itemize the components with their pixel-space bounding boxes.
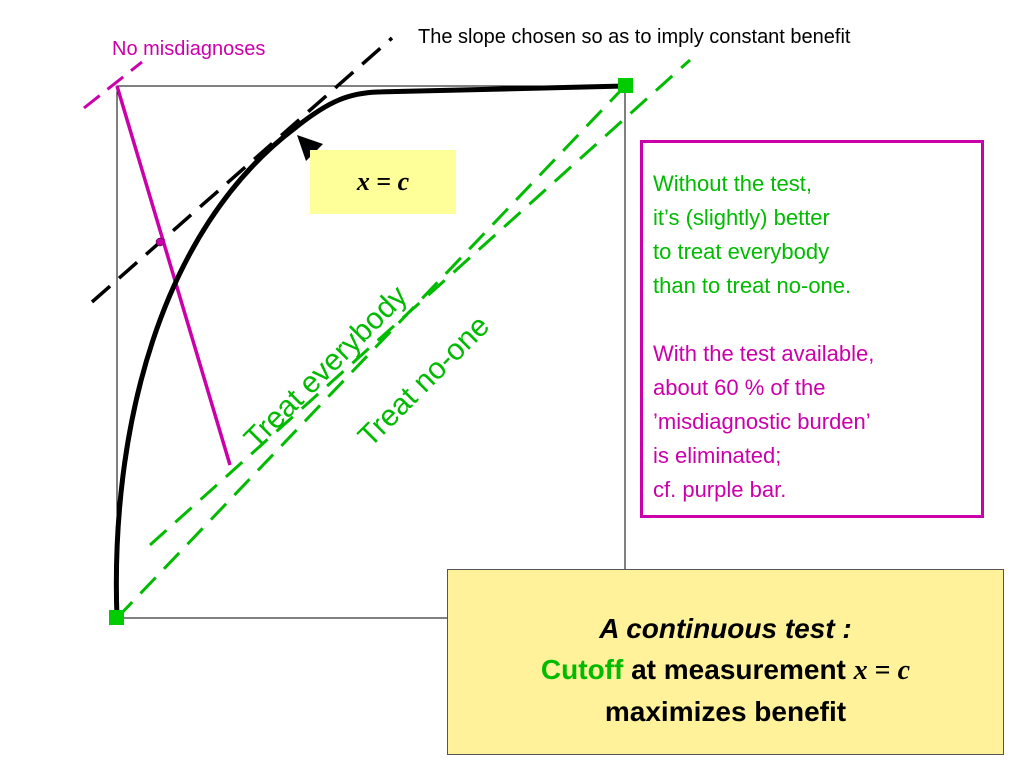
treat-everybody-line	[148, 58, 692, 547]
summary-cutoff-word: Cutoff	[540, 654, 624, 685]
purple-bar	[115, 85, 232, 466]
without-test-line: Without the test,	[653, 171, 812, 196]
with-test-line: With the test available,	[653, 341, 875, 366]
with-test-line: ’misdiagnostic burden’	[653, 409, 871, 434]
without-test-line: it’s (slightly) better	[653, 205, 830, 230]
summary-box: A continuous test : Cutoff at measuremen…	[447, 569, 1004, 755]
plot-frame	[116, 85, 626, 619]
cutoff-const: c	[397, 167, 410, 196]
summary-const: c	[897, 655, 911, 686]
no-misdiagnoses-caption: No misdiagnoses	[112, 38, 266, 60]
summary-formula: x = c	[854, 655, 910, 686]
without-test-line: than to treat no-one.	[653, 273, 852, 298]
summary-measurement-text: at measurement	[623, 654, 854, 685]
roc-curve	[113, 83, 626, 619]
treat-noone-line	[115, 84, 627, 620]
cutoff-equals: =	[369, 167, 398, 196]
cutoff-arrow-head	[297, 135, 323, 161]
with-test-text: With the test available, about 60 % of t…	[653, 337, 981, 507]
with-test-line: cf. purple bar.	[653, 477, 787, 502]
cutoff-label-box: x = c	[310, 150, 456, 214]
origin-marker	[109, 610, 124, 625]
with-test-line: about 60 % of the	[653, 375, 826, 400]
no-misdiagnoses-line	[83, 60, 143, 110]
without-test-line: to treat everybody	[653, 239, 830, 264]
summary-var: x	[853, 655, 868, 686]
cutoff-var: x	[356, 167, 370, 196]
cutoff-label: x = c	[357, 167, 409, 197]
tangent-point-dot	[155, 237, 165, 247]
summary-line-2: Cutoff at measurement x = c	[448, 649, 1003, 691]
explanation-box: Without the test, it’s (slightly) better…	[640, 140, 984, 518]
summary-line-3: maximizes benefit	[604, 696, 847, 727]
constant-benefit-tangent-line	[90, 36, 394, 304]
with-test-line: is eliminated;	[653, 443, 782, 468]
slope-caption: The slope chosen so as to imply constant…	[418, 26, 851, 48]
summary-eq: =	[867, 655, 898, 686]
top-right-marker	[618, 78, 633, 93]
summary-line-1: A continuous test :	[599, 613, 852, 644]
without-test-text: Without the test, it’s (slightly) better…	[653, 167, 981, 303]
